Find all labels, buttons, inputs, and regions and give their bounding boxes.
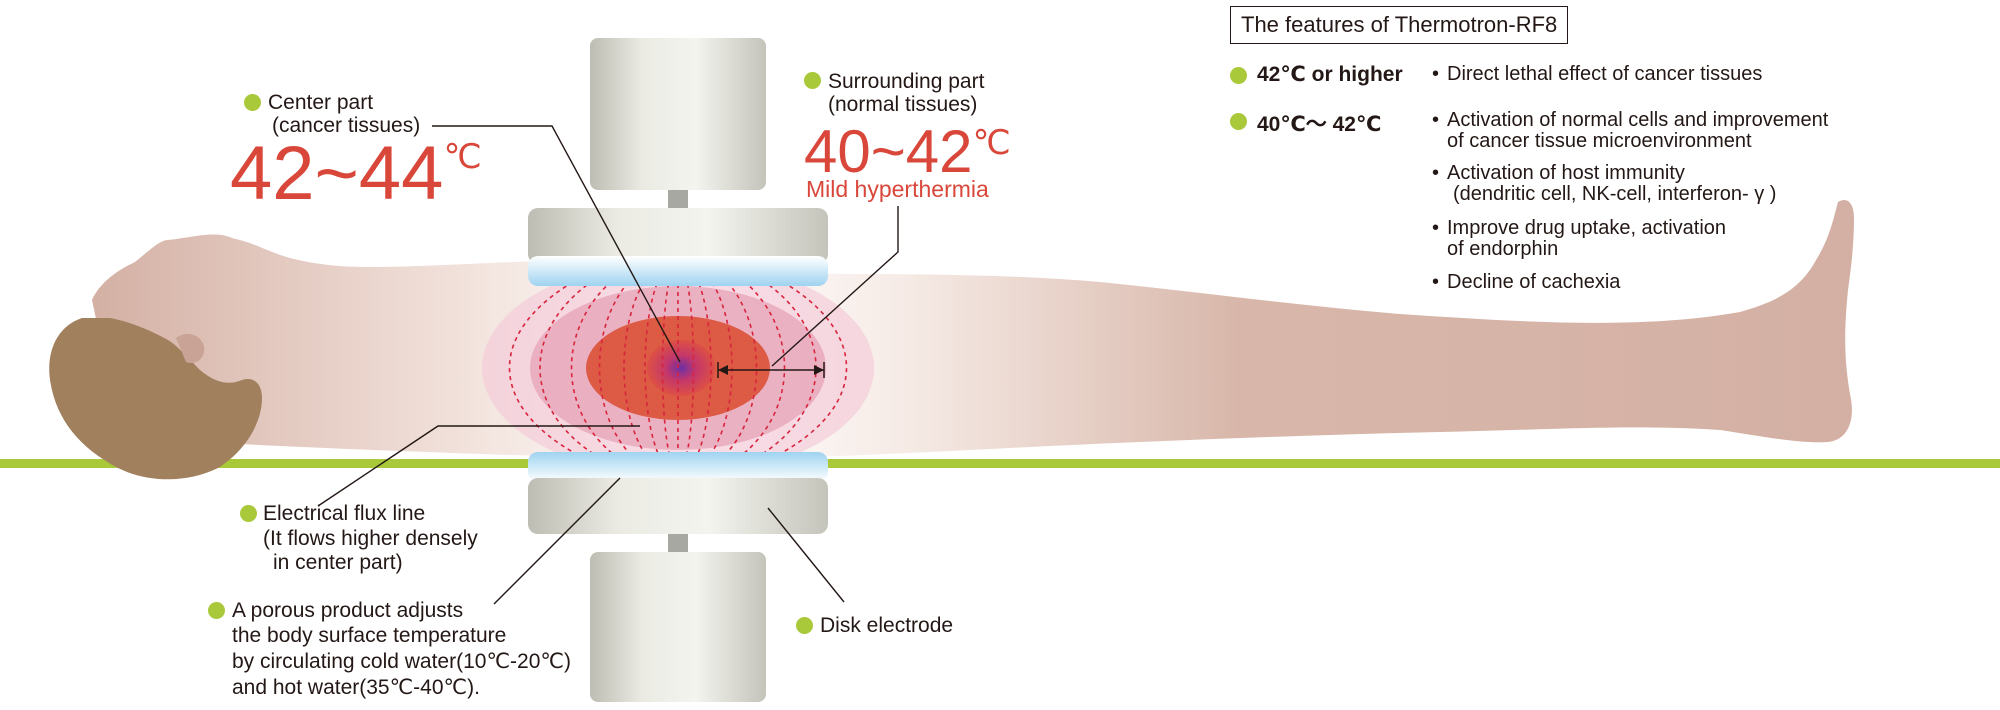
electrode-label: Disk electrode bbox=[820, 614, 954, 637]
porous-label-line2: the body surface temperature bbox=[232, 624, 507, 647]
feature-bullet-1-1: • Direct lethal effect of cancer tissues bbox=[1432, 63, 1763, 85]
flux-lines bbox=[508, 275, 848, 459]
flux-label-line3: in center part) bbox=[273, 551, 403, 574]
upper-cooling-pad bbox=[528, 256, 828, 286]
lower-electrode-head bbox=[590, 552, 766, 702]
porous-label-line4: and hot water(35℃-40℃). bbox=[232, 676, 480, 699]
surround-temp-value: 40~42 bbox=[804, 118, 973, 185]
features-title: The features of Thermotron-RF8 bbox=[1230, 6, 1569, 44]
feature-heading-1: 42℃ or higher bbox=[1257, 63, 1403, 86]
center-temp-value: 42~44 bbox=[230, 131, 444, 216]
electrode-dot bbox=[796, 617, 813, 634]
surround-dot bbox=[804, 72, 821, 89]
lower-disk-electrode bbox=[528, 478, 828, 534]
radius-arrow bbox=[717, 362, 825, 378]
center-temp-unit: ℃ bbox=[443, 138, 482, 176]
center-label-line2: (cancer tissues) bbox=[272, 114, 421, 137]
feature-bullet-2-2: • Activation of host immunity (dendritic… bbox=[1432, 162, 1777, 205]
feature-dot-2 bbox=[1230, 113, 1247, 130]
porous-label-line1: A porous product adjusts bbox=[232, 599, 464, 622]
feature-bullet-2-3: • Improve drug uptake, activation of end… bbox=[1432, 217, 1727, 260]
lower-electrode-rod bbox=[668, 534, 688, 552]
bed-line bbox=[0, 459, 2000, 468]
upper-electrode-head bbox=[590, 38, 766, 190]
center-dot bbox=[244, 94, 261, 111]
flux-label-line1: Electrical flux line bbox=[263, 502, 426, 525]
lower-cooling-pad bbox=[528, 452, 828, 482]
surround-temperature: 40~42℃ bbox=[804, 122, 1011, 182]
feature-bullet-2-4: • Decline of cachexia bbox=[1432, 271, 1621, 293]
feature-dot-1 bbox=[1230, 67, 1247, 84]
surround-label-line2: (normal tissues) bbox=[828, 93, 978, 116]
upper-disk-electrode bbox=[528, 208, 828, 264]
feature-heading-2: 40℃～ 42℃ bbox=[1257, 113, 1382, 136]
surround-subtitle: Mild hyperthermia bbox=[806, 176, 989, 202]
flux-dot bbox=[240, 505, 257, 522]
flux-label-line2: (It flows higher densely bbox=[263, 527, 478, 550]
upper-electrode-rod bbox=[668, 190, 688, 208]
surround-label-line1: Surrounding part bbox=[828, 70, 985, 93]
porous-dot bbox=[208, 602, 225, 619]
patient-hair bbox=[49, 318, 262, 480]
center-temperature: 42~44℃ bbox=[230, 136, 482, 212]
porous-label-line3: by circulating cold water(10℃-20℃) bbox=[232, 650, 571, 673]
feature-bullet-2-1: • Activation of normal cells and improve… bbox=[1432, 109, 1829, 152]
heat-zone-core bbox=[647, 340, 715, 396]
leader-lines bbox=[317, 125, 899, 605]
surround-temp-unit: ℃ bbox=[972, 124, 1011, 162]
patient-ear bbox=[176, 333, 205, 364]
center-label-line1: Center part bbox=[268, 91, 374, 114]
